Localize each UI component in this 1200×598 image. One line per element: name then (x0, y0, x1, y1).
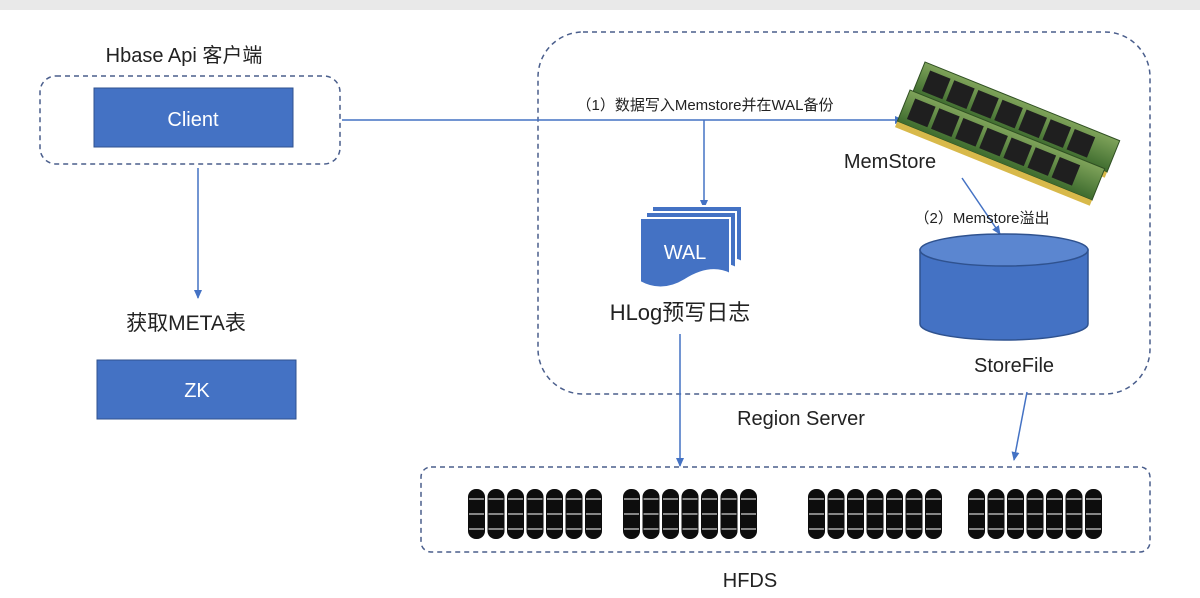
memstore-ram-icon (895, 61, 1121, 206)
step1-label: （1）数据写入Memstore并在WAL备份 (577, 97, 834, 114)
hdfs-label: HFDS (723, 570, 777, 592)
storefile-cylinder-icon (919, 233, 1089, 341)
memstore-to-storefile-arrow (961, 177, 1001, 235)
region-server-frame (537, 31, 1151, 395)
wal-document-stack-icon (639, 205, 743, 289)
hlog-label: HLog预写日志 (610, 300, 751, 325)
zk-box (96, 359, 297, 420)
storefile-to-hdfs-arrow (1011, 391, 1028, 461)
region-server-label: Region Server (737, 408, 865, 430)
top-shadow (0, 0, 1200, 10)
client-group-frame (39, 75, 341, 165)
wal-label: WAL (664, 242, 707, 264)
hdfs-disk-stack-icon (623, 489, 757, 539)
storefile-label: StoreFile (974, 355, 1054, 377)
client-box (93, 87, 294, 148)
hdfs-frame (420, 466, 1151, 553)
client-group-title: Hbase Api 客户端 (106, 44, 263, 67)
step2-label: （2）Memstore溢出 (914, 210, 1049, 227)
hdfs-disk-stack-icon (968, 489, 1102, 539)
hdfs-disk-stack-icon (468, 489, 602, 539)
zk-label: ZK (184, 380, 210, 402)
hdfs-disk-stacks (468, 489, 1102, 539)
client-label: Client (167, 109, 219, 131)
hdfs-disk-stack-icon (808, 489, 942, 539)
memstore-label: MemStore (844, 151, 936, 173)
meta-label: 获取META表 (126, 312, 246, 335)
